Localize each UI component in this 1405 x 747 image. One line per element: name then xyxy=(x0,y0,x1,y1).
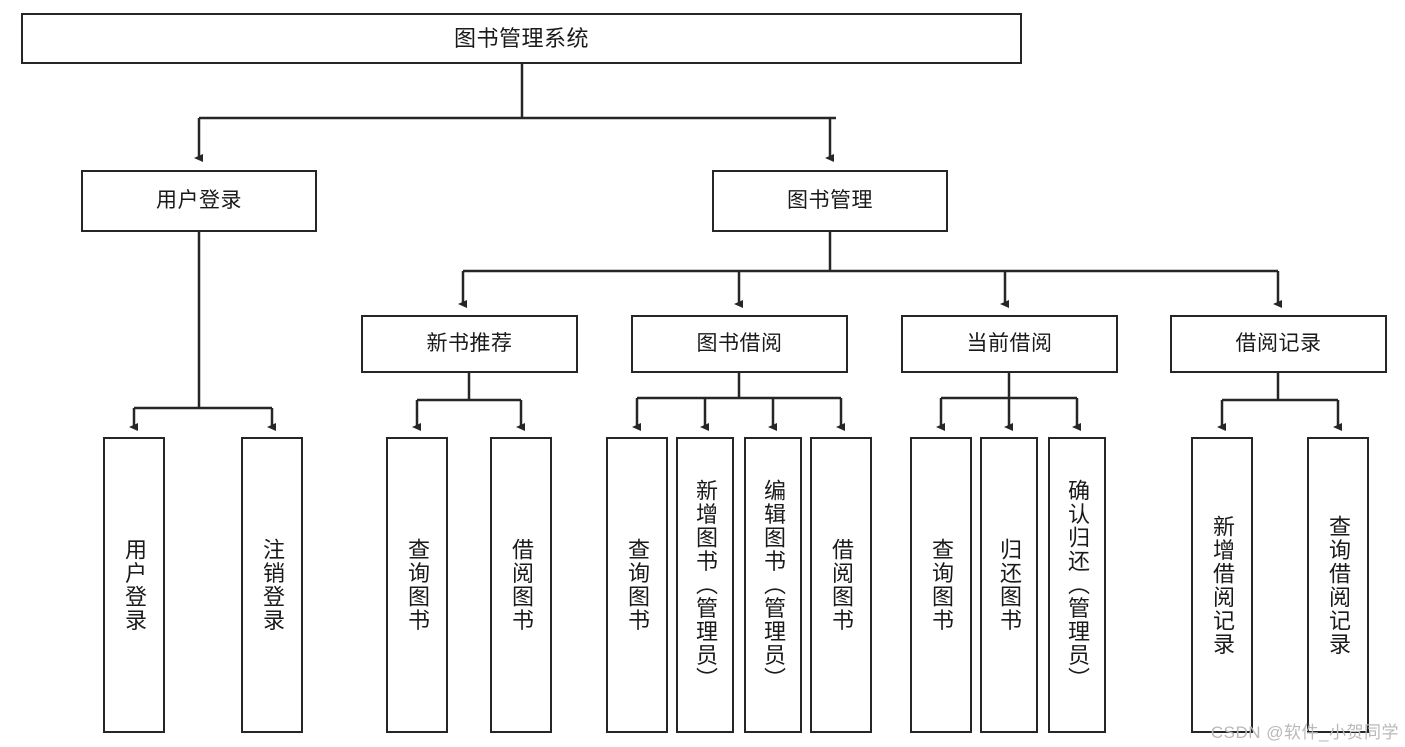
node-label: 查询图书 xyxy=(624,538,650,632)
node-book-management[interactable]: 图书管理 xyxy=(712,170,948,232)
node-label: 新书推荐 xyxy=(426,331,513,355)
leaf-borrow-borrow-book[interactable]: 借阅图书 xyxy=(810,437,872,733)
node-label: 查询图书 xyxy=(404,538,430,632)
node-borrow-record[interactable]: 借阅记录 xyxy=(1170,315,1387,373)
node-user-login[interactable]: 用户登录 xyxy=(81,170,317,232)
leaf-borrow-query-book[interactable]: 查询图书 xyxy=(606,437,668,733)
node-label: 确认归还（管理员） xyxy=(1064,479,1090,691)
node-label: 新增借阅记录 xyxy=(1209,514,1235,656)
node-label: 用户登录 xyxy=(121,538,147,632)
node-label: 查询图书 xyxy=(928,538,954,632)
leaf-borrow-add-book-admin[interactable]: 新增图书（管理员） xyxy=(676,437,734,733)
leaf-current-return-book[interactable]: 归还图书 xyxy=(980,437,1038,733)
node-label: 归还图书 xyxy=(996,538,1022,632)
leaf-borrow-edit-book-admin[interactable]: 编辑图书（管理员） xyxy=(744,437,802,733)
node-label: 图书借阅 xyxy=(696,331,783,355)
node-root-system[interactable]: 图书管理系统 xyxy=(21,13,1022,64)
node-label: 借阅记录 xyxy=(1235,331,1322,355)
node-label: 借阅图书 xyxy=(508,538,534,632)
node-label: 编辑图书（管理员） xyxy=(760,479,786,691)
node-label: 注销登录 xyxy=(259,538,285,632)
leaf-current-confirm-return-admin[interactable]: 确认归还（管理员） xyxy=(1048,437,1106,733)
node-label: 当前借阅 xyxy=(966,331,1053,355)
leaf-record-query-record[interactable]: 查询借阅记录 xyxy=(1307,437,1369,733)
node-book-borrow[interactable]: 图书借阅 xyxy=(631,315,848,373)
leaf-user-login-login[interactable]: 用户登录 xyxy=(103,437,165,733)
leaf-user-login-logout[interactable]: 注销登录 xyxy=(241,437,303,733)
leaf-new-book-borrow[interactable]: 借阅图书 xyxy=(490,437,552,733)
node-current-borrow[interactable]: 当前借阅 xyxy=(901,315,1118,373)
node-label: 新增图书（管理员） xyxy=(692,479,718,691)
node-new-book-recommend[interactable]: 新书推荐 xyxy=(361,315,578,373)
leaf-current-query-book[interactable]: 查询图书 xyxy=(910,437,972,733)
node-label: 借阅图书 xyxy=(828,538,854,632)
node-label: 用户登录 xyxy=(156,188,242,212)
leaf-new-book-query[interactable]: 查询图书 xyxy=(386,437,448,733)
node-label: 图书管理系统 xyxy=(453,25,589,51)
node-label: 图书管理 xyxy=(787,188,873,212)
node-label: 查询借阅记录 xyxy=(1325,514,1351,656)
watermark-text: CSDN @软件_小贺同学 xyxy=(1210,723,1399,742)
leaf-record-add-record[interactable]: 新增借阅记录 xyxy=(1191,437,1253,733)
